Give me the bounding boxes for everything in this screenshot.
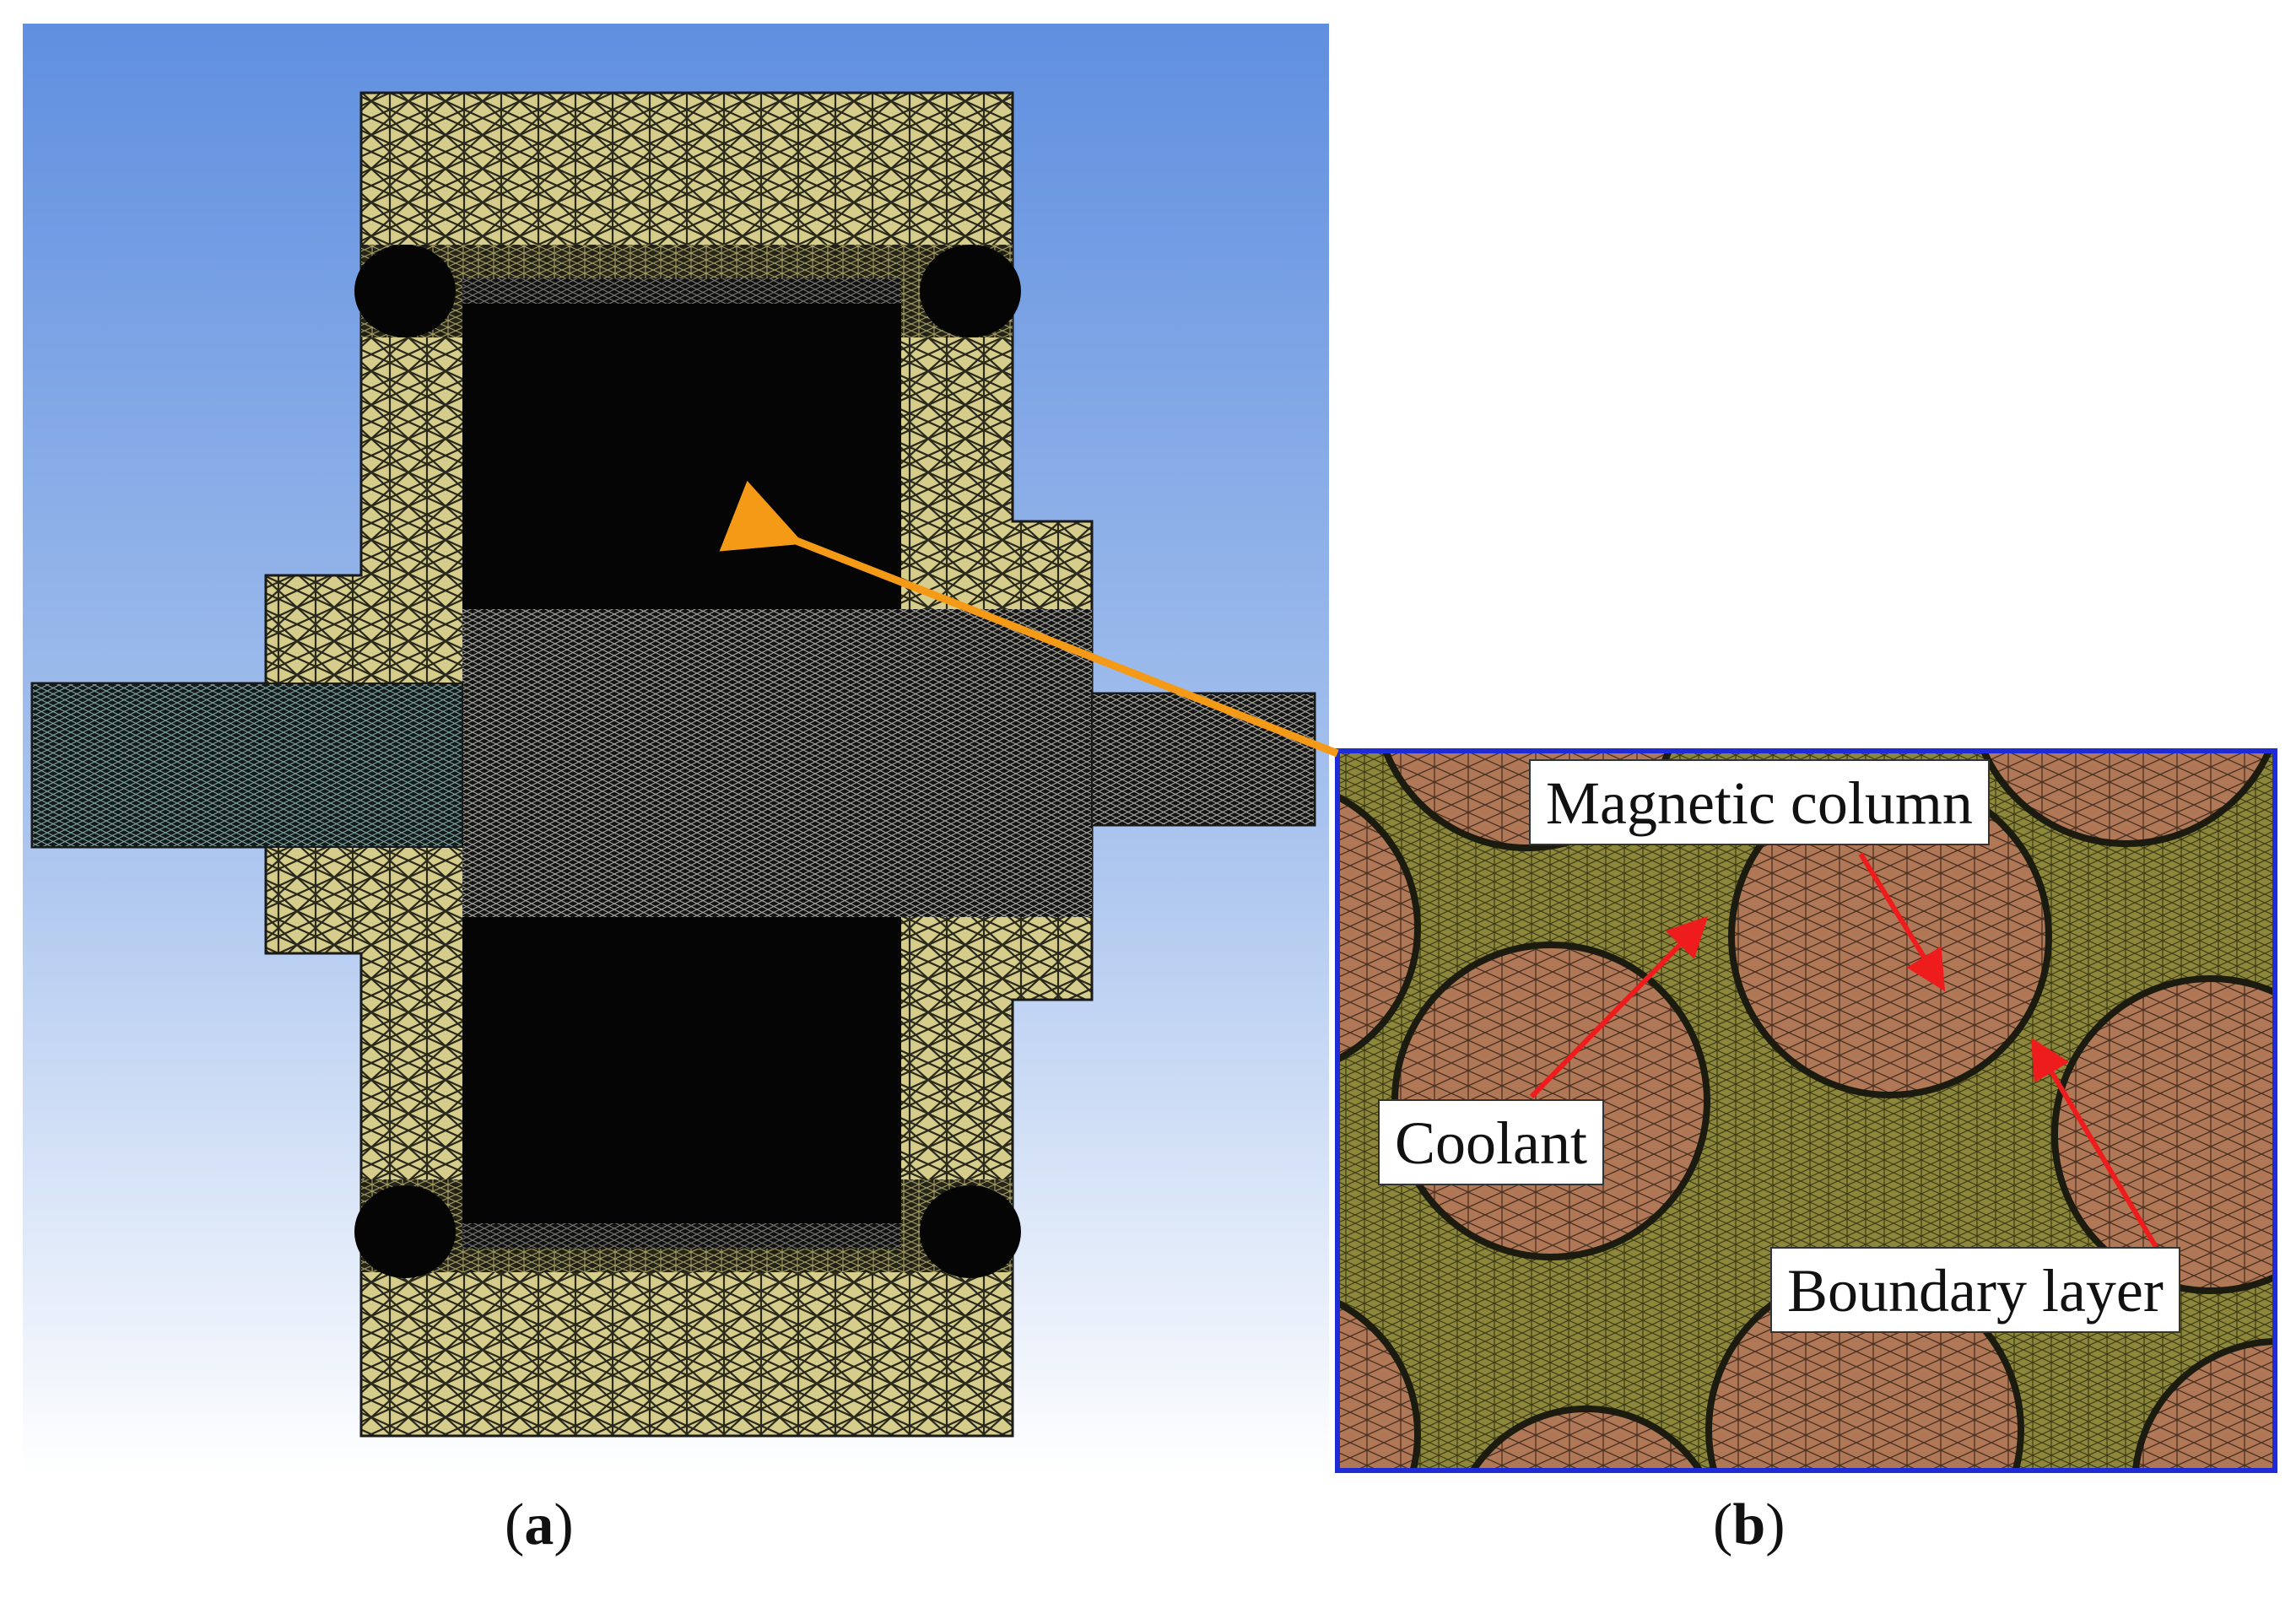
zoom-arrow (719, 480, 1339, 758)
central-flow-region (462, 609, 1092, 917)
caption-b-letter: b (1732, 1492, 1766, 1557)
magnetic-column-circle (1468, 1406, 1704, 1470)
lower-dense-region-edge (462, 1223, 901, 1249)
magnetic-column-arrow (1858, 852, 1946, 992)
upper-dense-region-edge (462, 278, 901, 304)
panel-b-inset (1335, 748, 2277, 1473)
magnetic-column-circle (2051, 975, 2275, 1294)
label-magnetic-column: Magnetic column (1529, 759, 1990, 845)
caption-a: (a) (505, 1492, 574, 1557)
right-shaft-mesh (1091, 693, 1315, 826)
lower-dense-region (462, 915, 901, 1249)
upper-right-dense-spot (920, 245, 1021, 337)
caption-a-letter: a (524, 1492, 554, 1557)
panel-a-mesh-model (23, 24, 1329, 1475)
lower-left-dense-spot (354, 1185, 456, 1278)
upper-left-dense-spot (354, 245, 456, 337)
upper-dense-region (462, 278, 901, 612)
boundary-layer-arrow (2030, 1037, 2158, 1249)
magnetic-column-circle (1980, 751, 2273, 847)
inset-border (1335, 748, 2277, 1473)
coolant-arrow (1529, 915, 1709, 1099)
magnetic-column-circle (2131, 1338, 2275, 1470)
label-boundary-layer: Boundary layer (1770, 1247, 2180, 1333)
caption-b: (b) (1713, 1492, 1785, 1557)
left-shaft-mesh (31, 683, 463, 848)
label-coolant: Coolant (1378, 1099, 1604, 1185)
lower-right-dense-spot (920, 1185, 1021, 1278)
magnetic-column-circle (1337, 792, 1421, 1064)
magnetic-column-circle (1337, 1298, 1421, 1470)
